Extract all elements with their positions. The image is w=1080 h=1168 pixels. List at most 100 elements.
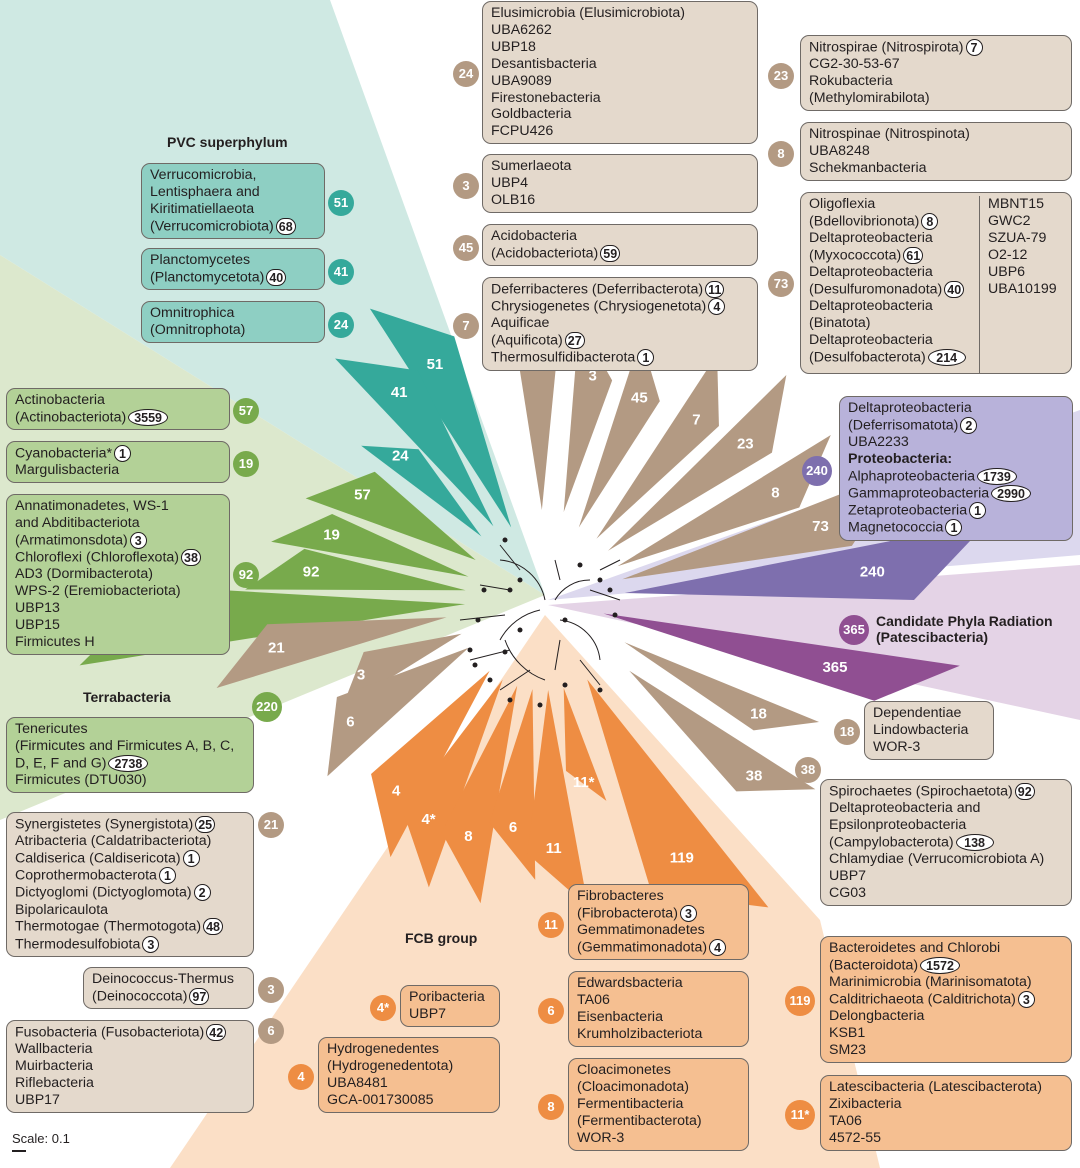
taxon-line: Tenericutes	[15, 721, 245, 738]
genome-count: 1	[114, 445, 132, 462]
taxon-name: UBP17	[15, 1091, 60, 1108]
taxon-line: (Gemmatimonadota)4	[577, 938, 740, 956]
tree-node	[612, 612, 618, 618]
taxon-line: Schekmanbacteria	[809, 160, 1063, 177]
taxon-line: Deltaproteobacteria and	[829, 800, 1063, 817]
taxon-line: Eisenbacteria	[577, 1009, 740, 1026]
cpr-label: Candidate Phyla Radiation (Patescibacter…	[876, 613, 1053, 645]
taxon-line: Rokubacteria	[809, 73, 1063, 90]
genome-count: 3	[679, 904, 697, 922]
box-omnitrophota: Omnitrophica(Omnitrophota)	[141, 301, 325, 343]
taxon-name: SM23	[829, 1041, 867, 1058]
taxon-line: TA06	[829, 1113, 1063, 1130]
clade-wedge	[216, 617, 447, 688]
pvc-group-label: PVC superphylum	[167, 134, 288, 150]
taxon-line: Marinimicrobia (Marinisomatota)	[829, 974, 1063, 991]
taxon-line: Margulisbacteria	[15, 462, 221, 479]
taxon-name: Dictyoglomi (Dictyoglomota)	[15, 884, 192, 901]
taxon-name: UBA8248	[809, 142, 870, 159]
cpr-label-line1: Candidate Phyla Radiation	[876, 613, 1053, 629]
genome-count: 92	[1014, 783, 1035, 800]
taxon-line: (Hydrogenedentota)	[327, 1058, 491, 1075]
taxon-line: Bipolaricaulota	[15, 902, 245, 919]
tree-node	[537, 702, 543, 708]
taxon-line: Latescibacteria (Latescibacterota)	[829, 1079, 1063, 1096]
taxon-line: Verrucomicrobia,	[150, 167, 316, 184]
clade-wedge	[603, 613, 960, 701]
clade-wedge	[617, 435, 831, 567]
genome-count: 1	[158, 867, 176, 885]
taxon-name: Marinimicrobia (Marinisomatota)	[829, 974, 1032, 991]
taxon-line: Synergistetes (Synergistota)25	[15, 816, 245, 833]
badge-fusobacteriota: 6	[258, 1018, 284, 1044]
taxon-name: Chlamydiae (Verrucomicrobiota A)	[829, 851, 1045, 868]
wedge-label: 92	[303, 563, 320, 580]
taxon-line: UBP4	[491, 175, 749, 192]
taxon-name: FCPU426	[491, 123, 554, 140]
taxon-line: Firmicutes H	[15, 634, 221, 651]
taxon-name: (Firmicutes and Firmicutes A, B, C,	[15, 737, 235, 754]
taxon-name: AD3 (Dormibacterota)	[15, 566, 153, 583]
taxon-name: Deltaproteobacteria	[848, 400, 972, 416]
wedge-label: 73	[812, 518, 829, 535]
badge-elusimicrobiota: 24	[453, 61, 479, 87]
taxon-line: WPS-2 (Eremiobacteriota)	[15, 583, 221, 600]
taxon-name: WPS-2 (Eremiobacteriota)	[15, 583, 181, 600]
wedge-label: 8	[464, 828, 472, 845]
taxon-name: Kiritimatiellaeota	[150, 200, 255, 217]
taxon-line: (Desulfuromonadota)40	[809, 281, 1063, 299]
taxon-name: Tenericutes	[15, 721, 88, 737]
badge-fibrobacterota: 11	[538, 912, 564, 938]
badge-poribacteria: 4*	[370, 995, 396, 1021]
clade-wedge	[596, 354, 719, 539]
badge-chloroflexota: 92	[233, 562, 259, 588]
taxon-name: Deltaproteobacteria	[809, 332, 933, 348]
badge-deferribacterota: 7	[453, 313, 479, 339]
wedge-label: 24	[392, 447, 409, 464]
taxon-name: TA06	[577, 991, 610, 1008]
badge-dependentiae: 18	[834, 719, 860, 745]
clade-wedge	[622, 470, 903, 580]
taxon-name: Krumholzibacteriota	[577, 1025, 703, 1042]
taxon-name: Hydrogenedentes	[327, 1041, 440, 1057]
taxon-name: MBNT15	[988, 196, 1044, 212]
taxon-name: Bipolaricaulota	[15, 901, 109, 918]
taxon-name: Bacteroidetes and Chlorobi	[829, 940, 1001, 956]
taxon-line: (Deferrisomatota)2	[848, 416, 1064, 434]
taxon-line: Spirochaetes (Spirochaetota)92	[829, 783, 1063, 800]
tree-node	[517, 627, 523, 633]
badge-omnitrophota: 24	[328, 312, 354, 338]
taxon-line: KSB1	[829, 1025, 1063, 1042]
wedge-label: 38	[746, 767, 763, 784]
taxon-name: (Planctomycetota)	[150, 269, 265, 286]
terrabacteria-group-label: Terrabacteria	[83, 689, 171, 705]
taxon-line: (Omnitrophota)	[150, 322, 316, 339]
clade-wedge	[335, 358, 494, 527]
taxon-line: Atribacteria (Caldatribacteriota)	[15, 833, 245, 850]
taxon-line: CG03	[829, 885, 1063, 902]
box-actinobacteriota: Actinobacteria(Actinobacteriota)3559	[6, 388, 230, 431]
taxon-name: Deinococcus-Thermus	[92, 971, 234, 987]
taxon-line: Cloacimonetes	[577, 1062, 740, 1079]
badge-sumerlaeota: 3	[453, 173, 479, 199]
genome-count: 38	[181, 548, 201, 566]
genome-count: 4	[708, 298, 726, 316]
clade-wedge	[245, 548, 466, 591]
taxon-line: (Aquificota)27	[491, 332, 749, 350]
taxon-line: Fermentibacteria	[577, 1096, 740, 1113]
taxon-line: (Fermentibacterota)	[577, 1113, 740, 1130]
taxon-line: (Bacteroidota)1572	[829, 956, 1063, 974]
cpr-label-line2: (Patescibacteria)	[876, 629, 989, 645]
taxon-line: (Cloacimonadota)	[577, 1079, 740, 1096]
taxon-name: (Hydrogenedentota)	[327, 1057, 454, 1074]
badge-latescibacterota: 11*	[785, 1100, 815, 1130]
box-cloacimonadota: Cloacimonetes(Cloacimonadota)Fermentibac…	[568, 1058, 749, 1151]
